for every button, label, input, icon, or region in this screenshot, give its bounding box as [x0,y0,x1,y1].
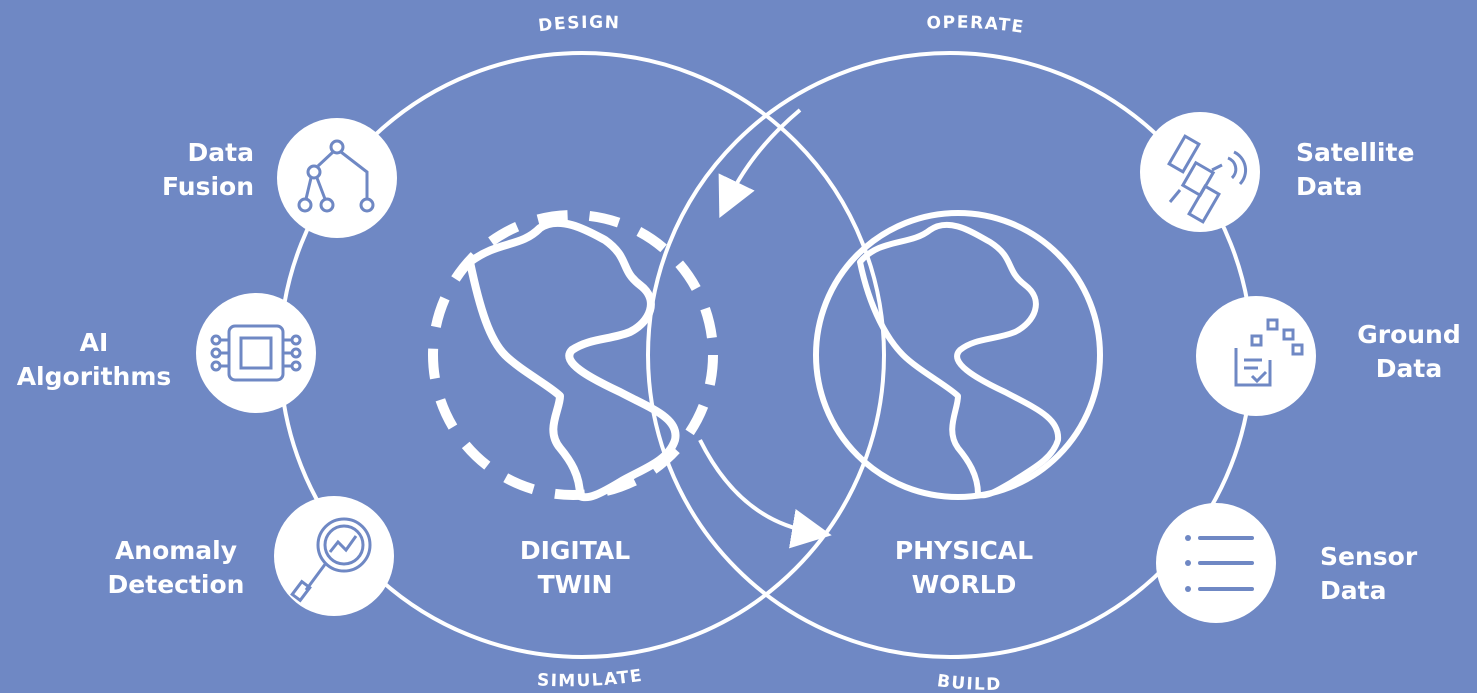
digital-twin-line2: TWIN [537,570,613,599]
ground-data-line2: Data [1375,354,1443,383]
anomaly-detection-node [274,496,394,616]
physical-world-label: PHYSICAL WORLD [864,534,1064,602]
data-fusion-line1: Data [187,138,254,167]
satellite-data-label: Satellite Data [1296,136,1446,204]
digital-twin-line1: DIGITAL [519,536,631,565]
sensor-data-node [1156,503,1276,623]
anomaly-detection-line2: Detection [107,570,245,599]
ai-algorithms-node [196,293,316,413]
sensor-data-label: Sensor Data [1320,540,1460,608]
stage-operate: OPERATE [926,13,1026,38]
satellite-data-line2: Data [1296,172,1363,201]
anomaly-detection-line1: Anomaly [114,536,238,565]
digital-globe-icon [428,210,718,502]
ai-algorithms-line2: Algorithms [16,362,172,391]
ai-algorithms-label: AI Algorithms [14,326,174,394]
magnifier-chart-icon [290,517,372,603]
data-fusion-line2: Fusion [161,172,254,201]
physical-world-line1: PHYSICAL [894,536,1034,565]
ground-data-node [1196,296,1316,416]
build-arrow [698,439,832,549]
tree-network-icon [297,139,375,213]
data-fusion-label: Data Fusion [120,136,254,204]
satellite-data-line1: Satellite [1296,138,1415,167]
stage-simulate: SIMULATE [536,666,644,692]
data-fusion-node [277,118,397,238]
physical-world-line2: WORLD [911,570,1017,599]
stage-design: DESIGN [537,13,621,37]
stage-build: BUILD [936,671,1002,693]
sensor-data-line2: Data [1320,576,1387,605]
operate-arrow [718,108,802,219]
digital-twin-label: DIGITAL TWIN [485,534,665,602]
satellite-data-node [1140,112,1260,232]
ground-data-line1: Ground [1357,320,1461,349]
physical-globe-icon [813,210,1103,500]
ground-data-label: Ground Data [1346,318,1472,386]
chip-icon [210,324,302,382]
clipboard-data-icon [1234,318,1304,387]
satellite-icon [1167,134,1248,224]
ai-algorithms-line1: AI [79,328,109,357]
list-icon [1185,535,1254,592]
sensor-data-line1: Sensor [1320,542,1418,571]
anomaly-detection-label: Anomaly Detection [96,534,256,602]
